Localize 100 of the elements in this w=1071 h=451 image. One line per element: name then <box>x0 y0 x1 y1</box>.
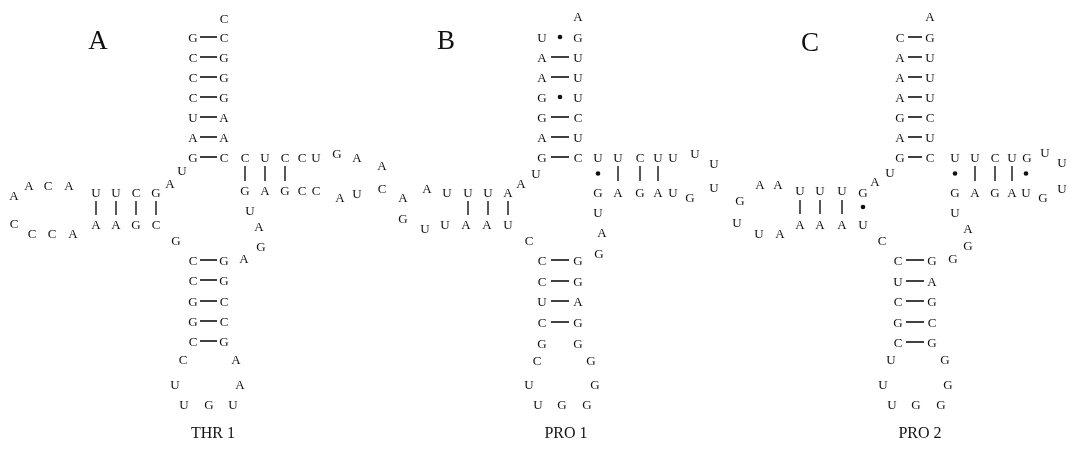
nucleotide-letter: U <box>1040 145 1050 159</box>
nucleotide-letter: G <box>590 377 600 391</box>
nucleotide-letter: U <box>573 50 583 64</box>
nucleotide-letter: A <box>895 130 905 144</box>
nucleotide-letter: U <box>228 397 238 411</box>
nucleotide-letter: A <box>573 294 583 308</box>
nucleotide-letter: A <box>254 219 264 233</box>
nucleotide-letter: C <box>537 274 547 288</box>
nucleotide-letter: G <box>950 185 960 199</box>
nucleotide-letter: A <box>970 185 980 199</box>
nucleotide-letter: U <box>111 185 121 199</box>
nucleotide-letter: A <box>239 251 249 265</box>
nucleotide-letter: U <box>177 163 187 177</box>
nucleotide-letter: C <box>188 253 198 267</box>
nucleotide-letter: C <box>927 315 937 329</box>
nucleotide-letter: G <box>927 335 937 349</box>
nucleotide-letter: G <box>537 90 547 104</box>
nucleotide-letter: A <box>165 176 175 190</box>
nucleotide-letter: U <box>1021 185 1031 199</box>
nucleotide-letter: A <box>503 185 513 199</box>
nucleotide-letter: G <box>927 253 937 267</box>
nucleotide-letter: U <box>533 397 543 411</box>
nucleotide-letter: U <box>537 294 547 308</box>
nucleotide-letter: C <box>895 30 905 44</box>
nucleotide-letter: A <box>24 178 34 192</box>
nucleotide-letter: C <box>524 233 534 247</box>
nucleotide-letter: C <box>311 183 321 197</box>
nucleotide-letter: G <box>895 150 905 164</box>
nucleotide-letter: A <box>537 130 547 144</box>
nucleotide-letter: U <box>179 397 189 411</box>
nucleotide-letter: U <box>653 150 663 164</box>
nucleotide-letter: G <box>582 397 592 411</box>
nucleotide-letter: A <box>895 50 905 64</box>
nucleotide-letter: A <box>111 217 121 231</box>
nucleotide-letter: G <box>685 190 695 204</box>
nucleotide-letter: C <box>219 314 229 328</box>
nucleotide-letter: U <box>260 150 270 164</box>
nucleotide-letter: A <box>482 217 492 231</box>
nucleotide-letter: U <box>925 90 935 104</box>
nucleotide-letter: U <box>440 217 450 231</box>
nucleotide-letter: C <box>219 150 229 164</box>
nucleotide-letter: U <box>420 221 430 235</box>
nucleotide-letter: A <box>537 50 547 64</box>
nucleotide-letter: G <box>332 146 342 160</box>
nucleotide-letter: C <box>280 150 290 164</box>
nucleotide-letter: A <box>573 9 583 23</box>
nucleotide-letter: C <box>877 233 887 247</box>
nucleotide-letter: C <box>297 150 307 164</box>
nucleotide-letter: A <box>235 377 245 391</box>
panel-letter: B <box>437 26 455 54</box>
nucleotide-letter: C <box>925 110 935 124</box>
nucleotide-letter: C <box>188 90 198 104</box>
nucleotide-letter: U <box>1057 181 1067 195</box>
nucleotide-letter: A <box>64 178 74 192</box>
nucleotide-letter: U <box>593 150 603 164</box>
nucleotide-letter: U <box>573 90 583 104</box>
nucleotide-letter: G <box>927 294 937 308</box>
nucleotide-letter: C <box>9 216 19 230</box>
nucleotide-letter: U <box>311 150 321 164</box>
nucleotide-letter: U <box>886 352 896 366</box>
nucleotide-letter: A <box>597 225 607 239</box>
nucleotide-letter: A <box>815 217 825 231</box>
nucleotide-letter: A <box>516 176 526 190</box>
nucleotide-letter: C <box>573 110 583 124</box>
nucleotide-letter: A <box>775 226 785 240</box>
nucleotide-letter: A <box>927 274 937 288</box>
nucleotide-letter: U <box>442 185 452 199</box>
nucleotide-letter: U <box>925 50 935 64</box>
nucleotide-letter: U <box>893 274 903 288</box>
nucleotide-letter: G <box>151 185 161 199</box>
nucleotide-letter: U <box>573 130 583 144</box>
nucleotide-letter: U <box>858 217 868 231</box>
nucleotide-letter: G <box>635 185 645 199</box>
nucleotide-letter: G <box>925 30 935 44</box>
nucleotide-letter: U <box>950 150 960 164</box>
structure-name: THR 1 <box>191 425 235 441</box>
nucleotide-letter: U <box>188 110 198 124</box>
nucleotide-letter: G <box>537 110 547 124</box>
nucleotide-letter: A <box>461 217 471 231</box>
nucleotide-letter: G <box>936 397 946 411</box>
nucleotide-letter: C <box>893 253 903 267</box>
nucleotide-letter: G <box>573 253 583 267</box>
panel-letter: A <box>88 26 108 54</box>
nucleotide-letter: A <box>755 177 765 191</box>
nucleotide-letter: A <box>260 183 270 197</box>
nucleotide-letter: U <box>245 203 255 217</box>
nucleotide-letter: U <box>573 70 583 84</box>
nucleotide-letter: G <box>990 185 1000 199</box>
nucleotide-letter: C <box>131 185 141 199</box>
nucleotide-letter: U <box>463 185 473 199</box>
nucleotide-letter: A <box>9 188 19 202</box>
nucleotide-letter: G <box>1038 190 1048 204</box>
nucleotide-letter: G <box>895 110 905 124</box>
nucleotide-letter: C <box>532 353 542 367</box>
nucleotide-letter: G <box>219 273 229 287</box>
nucleotide-letter: G <box>573 30 583 44</box>
nucleotide-letter: A <box>219 130 229 144</box>
nucleotide-letter: U <box>1057 155 1067 169</box>
nucleotide-letter: U <box>483 185 493 199</box>
nucleotide-letter: U <box>613 150 623 164</box>
